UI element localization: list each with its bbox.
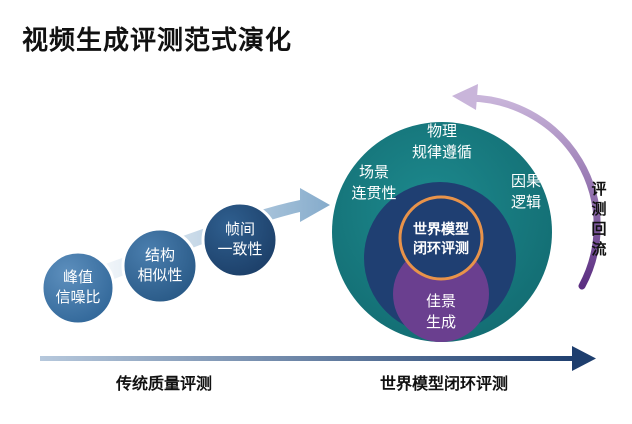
outer-right-label-1: 因果 [511, 172, 541, 190]
loop-label-char-4: 流 [591, 240, 606, 258]
bottom-circle-label-1: 佳景 [426, 292, 456, 310]
core-label-1: 世界模型 [413, 221, 469, 238]
axis-arrowhead-icon [572, 346, 596, 371]
stage-label-line2: 信噪比 [55, 288, 100, 306]
outer-left-label-1: 场景 [359, 163, 389, 181]
stage-circle-ssim: 结构 相似性 [121, 227, 199, 305]
stage-circle-psnr: 峰值 信噪比 [40, 250, 116, 326]
outer-left-label-2: 连贯性 [351, 184, 396, 202]
axis-left-label: 传统质量评测 [115, 374, 212, 393]
loop-arrowhead-icon [452, 84, 478, 110]
bottom-circle-label-2: 生成 [426, 313, 456, 331]
axis-right-label: 世界模型闭环评测 [380, 374, 508, 393]
axis-line [40, 356, 580, 361]
stage-label-line2: 相似性 [137, 266, 182, 284]
stage-label-line2: 一致性 [217, 240, 262, 258]
stage-label-line1: 帧间 [225, 220, 255, 238]
stage-circle-temporal: 帧间 一致性 [201, 201, 279, 279]
page-title: 视频生成评测范式演化 [22, 26, 293, 56]
core-circle [398, 195, 484, 281]
outer-top-label-1: 物理 [427, 122, 457, 140]
outer-right-label-2: 逻辑 [511, 193, 541, 211]
feedback-loop-arrow [466, 94, 601, 290]
core-label-2: 闭环评测 [413, 240, 469, 257]
outer-top-label-2: 规律遵循 [412, 143, 472, 161]
stage-label-line1: 峰值 [63, 268, 93, 286]
loop-label-char-1: 评 [591, 180, 606, 198]
loop-label-char-3: 回 [591, 220, 606, 238]
stage-label-line1: 结构 [145, 246, 175, 264]
loop-label-char-2: 测 [591, 200, 606, 218]
